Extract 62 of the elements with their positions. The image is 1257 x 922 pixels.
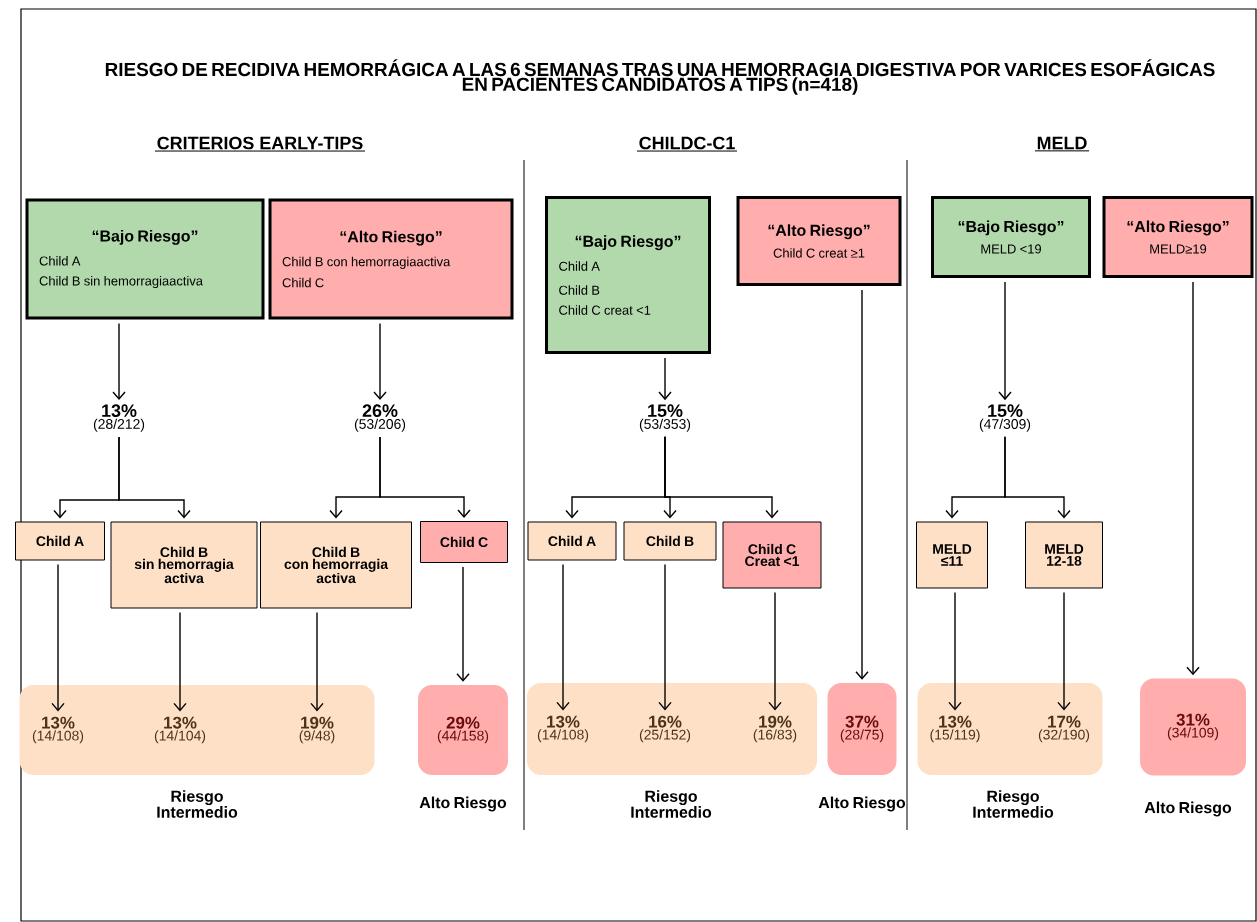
- subgroup-box: Child C: [420, 521, 508, 563]
- arrow: [768, 591, 782, 711]
- title: RIESGO DE RECIDIVA HEMORRÁGICA A LAS 6 SEMANAS TRAS UNA HEMORRAGIA DIGESTIVA POR VARICES ESOFÁGICAS EN PACIENTES CANDIDATOS A TIPS (n=418): [105, 59, 1215, 95]
- section-heading: CRITERIOS EARLY-TIPS: [154, 136, 366, 152]
- arrow: [664, 436, 779, 519]
- result-box: 31% (34/109): [1140, 678, 1246, 776]
- result-band: [527, 683, 817, 775]
- group-label: Alto Riesgo: [419, 796, 507, 812]
- subgroup-box: Child B: [623, 521, 717, 561]
- arrow: [118, 436, 191, 519]
- result-value: 19% (9/48): [299, 716, 335, 744]
- arrow: [1186, 281, 1200, 676]
- risk-group-box: “Alto Riesgo” Child B con hemorragiaactiva Child C: [268, 198, 514, 320]
- result-band: [917, 683, 1103, 775]
- arrow: [112, 322, 126, 401]
- arrow: [556, 563, 570, 711]
- result-value: 13% (15/119): [930, 715, 980, 743]
- result-value: 13% (14/108): [32, 716, 84, 744]
- result-band: [19, 685, 375, 775]
- subgroup-box: Child B sin hemorragia activa: [110, 521, 258, 609]
- subgroup-box: Child C Creat <1: [722, 521, 822, 589]
- arrow: [456, 566, 470, 682]
- result-value: 13% (14/104): [154, 716, 206, 744]
- arrow: [379, 436, 471, 518]
- result-value: 19% (16/83): [753, 715, 797, 743]
- arrow: [855, 289, 869, 680]
- group-label: Alto Riesgo: [818, 796, 906, 812]
- section-heading: MELD: [1034, 136, 1090, 152]
- arrow: [998, 281, 1012, 401]
- risk-group-box: “Alto Riesgo” MELD≥19: [1102, 196, 1254, 278]
- arrow: [658, 357, 672, 401]
- arrow: [310, 611, 324, 712]
- percentage-label: 15% (47/309): [979, 404, 1031, 432]
- subgroup-box: Child B con hemorragia activa: [260, 521, 412, 609]
- subgroup-box: MELD ≤11: [916, 521, 988, 589]
- arrow: [1057, 591, 1071, 711]
- arrow: [373, 322, 387, 401]
- percentage-label: 15% (53/353): [639, 404, 691, 432]
- arrow: [658, 563, 672, 711]
- result-value: 16% (25/152): [639, 715, 691, 743]
- risk-group-box: “Bajo Riesgo” Child A Child B Child C creat <1: [545, 196, 711, 354]
- result-value: 13% (14/108): [537, 715, 589, 743]
- result-box: 37% (28/75): [827, 683, 897, 775]
- arrow: [948, 591, 962, 711]
- subgroup-box: Child A: [527, 521, 617, 561]
- section-heading: CHILDC-C1: [636, 136, 738, 152]
- risk-group-box: “Bajo Riesgo” MELD <19: [931, 196, 1091, 278]
- arrow: [51, 563, 65, 712]
- group-label: Riesgo Intermedio: [157, 790, 238, 818]
- result-value: 17% (32/190): [1038, 715, 1090, 743]
- group-label: Riesgo Intermedio: [631, 790, 712, 818]
- percentage-label: 13% (28/212): [93, 404, 145, 432]
- group-label: Riesgo Intermedio: [973, 790, 1054, 818]
- subgroup-box: Child A: [15, 521, 105, 561]
- group-label: Alto Riesgo: [1144, 801, 1232, 817]
- arrow: [173, 611, 187, 712]
- risk-group-box: “Bajo Riesgo” Child A Child B sin hemorragiaactiva: [25, 198, 265, 320]
- risk-group-box: “Alto Riesgo” Child C creat ≥1: [736, 196, 902, 286]
- subgroup-box: MELD 12-18: [1025, 521, 1103, 589]
- percentage-label: 26% (53/206): [354, 404, 406, 432]
- arrow: [1004, 436, 1071, 519]
- result-box: 29% (44/158): [418, 685, 508, 775]
